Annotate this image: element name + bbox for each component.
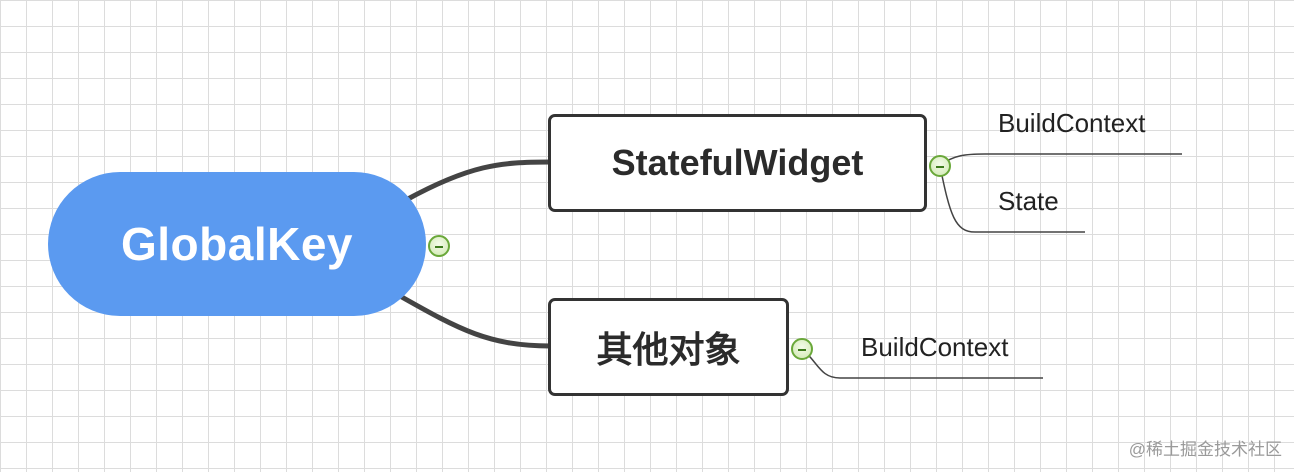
subtopic-buildcontext-2[interactable]: BuildContext [861,332,1009,362]
topic-other-objects[interactable]: 其他对象 [548,298,789,396]
connector-statefulwidget-state [939,165,1085,233]
root-topic-globalkey[interactable]: GlobalKey [48,172,426,316]
connector-statefulwidget-buildcontext [939,153,1182,166]
watermark: @稀土掘金技术社区 [1128,440,1282,459]
connector-root-other-objects [397,293,553,349]
collapse-toggle-statefulwidget[interactable] [929,155,951,177]
topic-statefulwidget[interactable]: StatefulWidget [548,114,927,212]
collapse-toggle-other-objects[interactable] [791,338,813,360]
subtopic-state[interactable]: State [998,186,1059,216]
connector-root-statefulwidget [403,159,553,203]
collapse-toggle-root[interactable] [428,235,450,257]
subtopic-buildcontext[interactable]: BuildContext [998,108,1146,138]
